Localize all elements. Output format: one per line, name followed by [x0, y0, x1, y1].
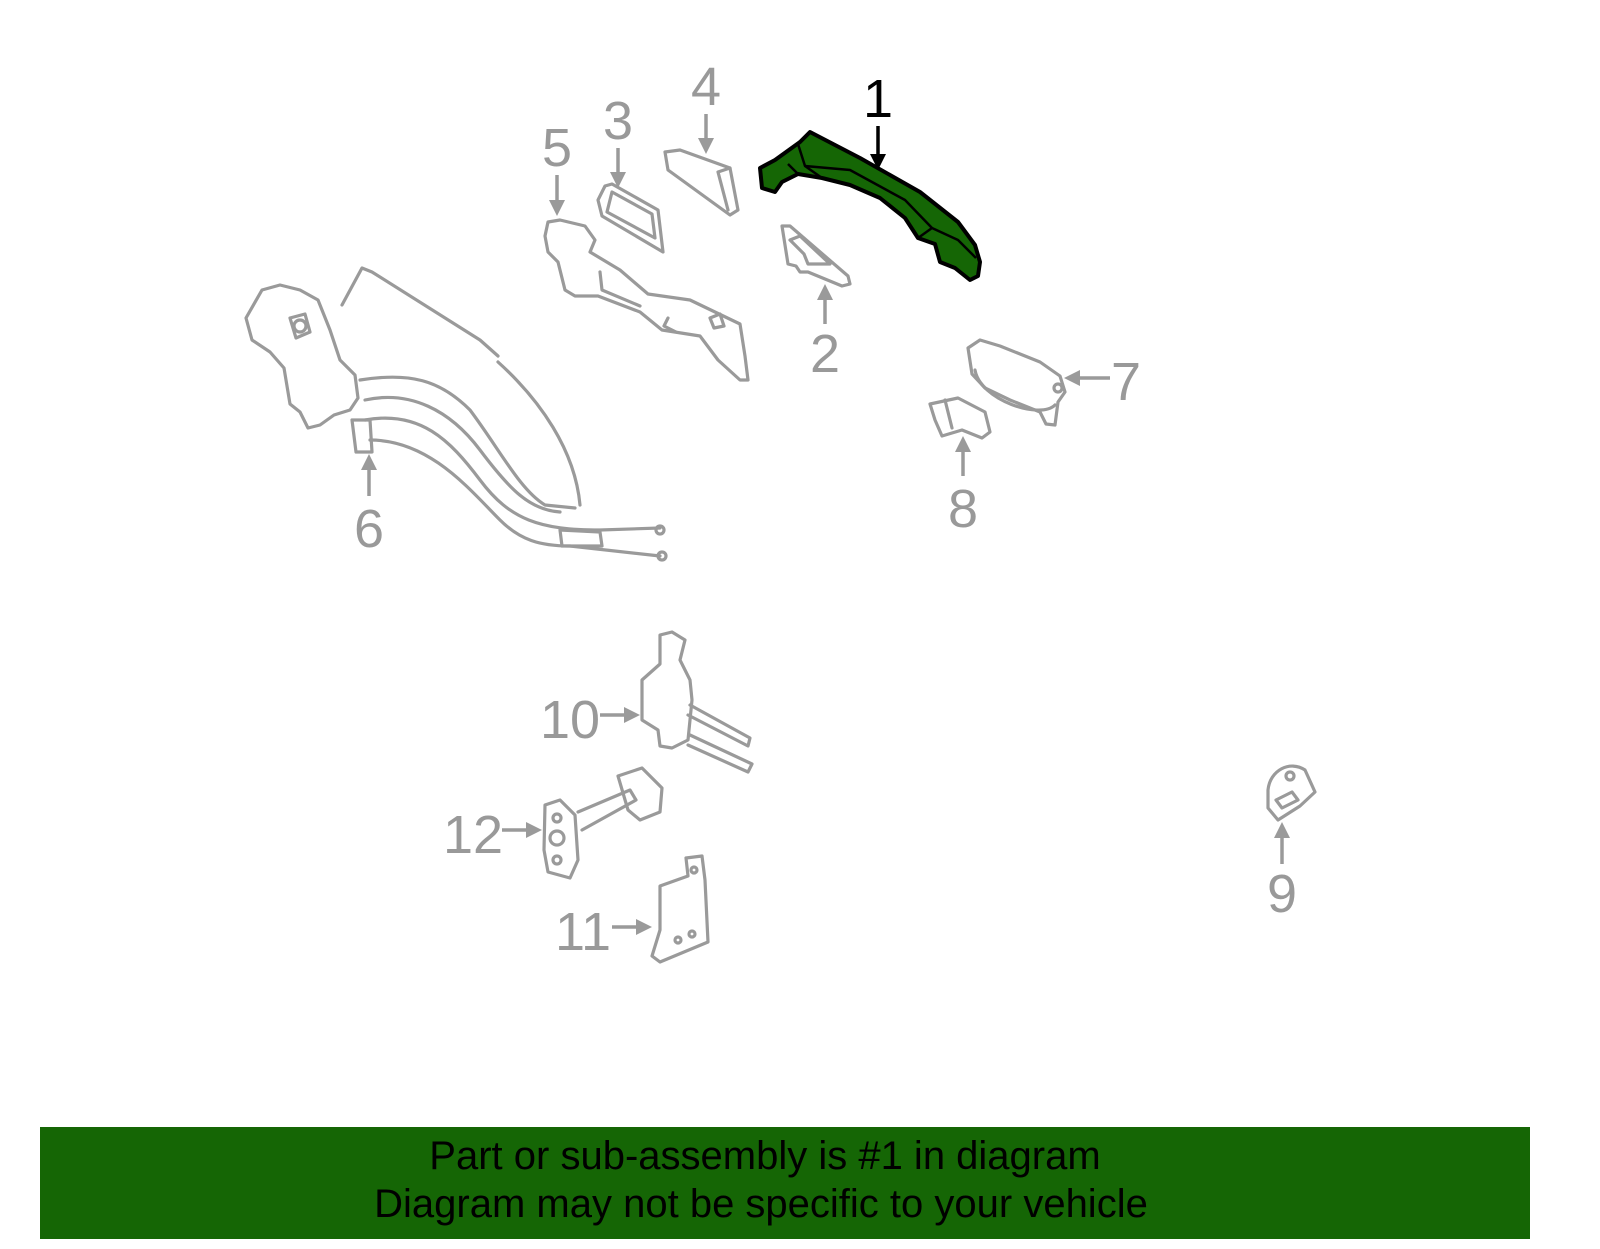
info-banner: Part or sub-assembly is #1 in diagram Di…	[40, 1127, 1530, 1239]
callout-label-9: 9	[1267, 864, 1297, 924]
part-7-inside-handle-housing[interactable]	[966, 338, 1067, 427]
part-5-frame[interactable]	[543, 218, 750, 382]
callout-label-7: 7	[1111, 352, 1141, 412]
callout-label-8: 8	[948, 479, 978, 539]
part-10-switch[interactable]	[640, 630, 754, 774]
callout-3: 3	[603, 91, 633, 188]
callout-5: 5	[542, 118, 572, 216]
callout-10: 10	[540, 690, 640, 750]
callout-label-3: 3	[603, 91, 633, 151]
part-4-cap[interactable]	[663, 148, 740, 217]
part-9-striker[interactable]	[1266, 764, 1317, 822]
part-6-lock-actuator[interactable]	[244, 266, 668, 562]
callout-label-11: 11	[555, 902, 611, 962]
callout-label-10: 10	[540, 690, 600, 750]
callout-label-12: 12	[443, 805, 503, 865]
callout-label-1: 1	[863, 69, 893, 129]
callout-label-2: 2	[810, 324, 840, 384]
callout-9: 9	[1267, 822, 1297, 924]
callout-2: 2	[810, 284, 840, 384]
callout-1: 1	[863, 69, 893, 170]
callout-4: 4	[691, 57, 721, 154]
banner-line-part-info: Part or sub-assembly is #1 in diagram	[429, 1134, 1101, 1178]
part-2-bezel[interactable]	[780, 224, 852, 288]
part-12-door-check[interactable]	[542, 766, 664, 880]
callout-label-6: 6	[354, 499, 384, 559]
part-1-outside-handle[interactable]	[758, 130, 982, 282]
part-11-hinge-bracket[interactable]	[650, 854, 710, 964]
callout-7: 7	[1064, 352, 1141, 412]
callout-8: 8	[948, 436, 978, 539]
callout-6: 6	[354, 454, 384, 559]
callout-label-5: 5	[542, 118, 572, 178]
part-3-gasket[interactable]	[596, 182, 665, 254]
part-8-inside-lever[interactable]	[928, 396, 992, 440]
callout-12: 12	[443, 805, 542, 865]
banner-line-disclaimer: Diagram may not be specific to your vehi…	[374, 1182, 1148, 1226]
callout-label-4: 4	[691, 57, 721, 117]
callout-11: 11	[555, 902, 652, 962]
